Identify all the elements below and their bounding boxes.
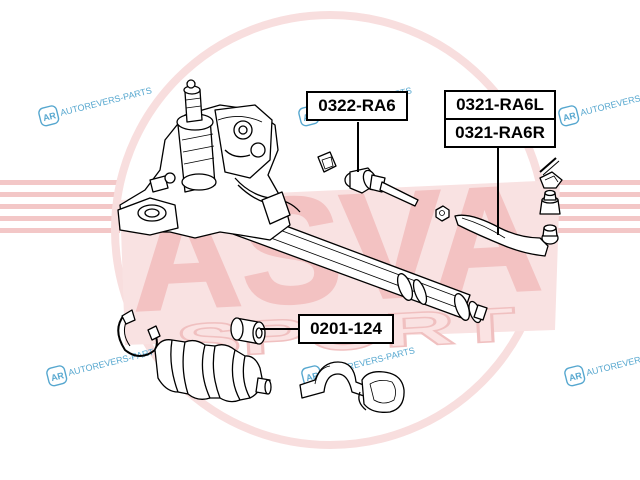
steering-rack-drawing <box>117 79 488 324</box>
part-label-tie-rod-end-right: 0321-RA6R <box>444 118 556 148</box>
autorevers-logo-letters: AR <box>42 110 58 123</box>
autorevers-brand-text: AUTOREVERS-PARTS <box>585 345 640 377</box>
autorevers-logo-letters: AR <box>568 370 584 383</box>
leader-lines <box>260 122 499 330</box>
autorevers-brand-text: AUTOREVERS-PARTS <box>67 345 161 377</box>
part-label-tie-rod-end-left: 0321-RA6L <box>444 90 556 120</box>
autorevers-logo-letters: AR <box>562 110 578 123</box>
bushing-drawing <box>230 317 266 345</box>
part-label-tie-rod: 0322-RA6 <box>306 91 408 121</box>
autorevers-logo-badge <box>558 105 580 127</box>
tie-rod-end-drawing <box>454 157 563 257</box>
autorevers-brand-text: AUTOREVERS-PARTS <box>579 85 640 117</box>
autorevers-logo-badge <box>564 365 586 387</box>
autorevers-brand-text: AUTOREVERS-PARTS <box>59 85 153 117</box>
autorevers-logo-badge <box>46 365 68 387</box>
tie-rod-drawing <box>317 151 450 222</box>
part-label-bushing: 0201-124 <box>298 314 394 344</box>
autorevers-logo-badge <box>38 105 60 127</box>
rubber-mount-drawing <box>358 371 405 413</box>
autorevers-logo-letters: AR <box>50 370 66 383</box>
bellows-boot-drawing <box>117 309 272 403</box>
